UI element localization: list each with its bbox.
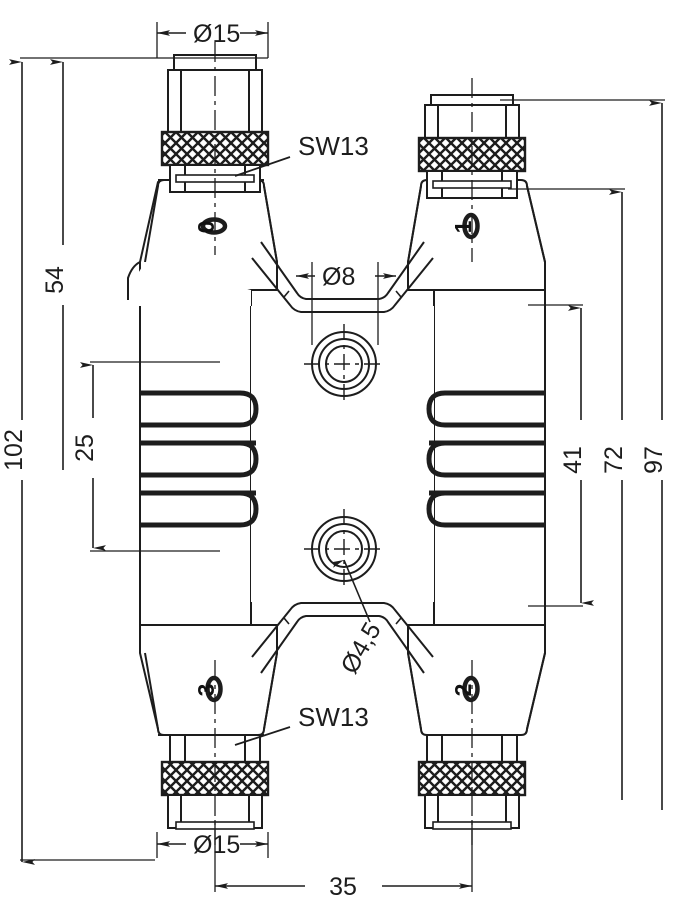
dim-label-35: 35 xyxy=(329,873,357,901)
mounting-hole-upper xyxy=(304,324,384,404)
dim-label-41: 41 xyxy=(559,446,587,474)
dim-diameter-15-bottom xyxy=(156,832,269,858)
dim-diameter-4-5-leader xyxy=(330,559,371,623)
dim-height-102 xyxy=(9,59,155,865)
port-numbers: 0 1 2 3 xyxy=(193,220,476,696)
dim-height-54 xyxy=(20,57,268,470)
label-sw13-top: SW13 xyxy=(298,131,369,161)
leader-sw13-top xyxy=(234,156,291,177)
top-connecting-arms xyxy=(251,241,434,313)
leader-sw13-bottom xyxy=(234,726,291,746)
dim-diameter-15-top xyxy=(156,22,269,58)
dim-label-25: 25 xyxy=(71,434,99,462)
dimension-text: Ø15 54 102 25 Ø8 Ø4,5 41 72 97 Ø15 35 SW… xyxy=(0,20,668,901)
head-port-1 xyxy=(407,179,546,291)
connector-centerlines xyxy=(214,42,473,845)
head-port-3 xyxy=(139,624,278,736)
head-port-0 xyxy=(127,179,278,306)
dim-label-diameter-8: Ø8 xyxy=(322,263,355,291)
part-geometry xyxy=(127,42,546,845)
dim-label-diameter-15-top: Ø15 xyxy=(193,20,240,48)
dimension-lines xyxy=(9,22,665,892)
label-sw13-bottom: SW13 xyxy=(298,702,369,732)
dim-label-diameter-15-bottom: Ø15 xyxy=(193,831,240,859)
right-grip-ribs xyxy=(426,390,545,528)
dim-label-97: 97 xyxy=(640,446,668,474)
dim-height-72 xyxy=(508,188,625,800)
port-label-1: 1 xyxy=(450,220,476,233)
dim-label-54: 54 xyxy=(41,266,69,294)
port-label-0: 0 xyxy=(193,221,219,234)
dim-height-97 xyxy=(500,99,665,810)
port-label-3: 3 xyxy=(193,684,219,697)
right-body-column xyxy=(433,290,546,625)
dim-label-diameter-4-5: Ø4,5 xyxy=(335,618,386,679)
dim-diameter-8 xyxy=(296,262,396,345)
dim-width-35 xyxy=(214,820,473,892)
left-body-column xyxy=(139,290,252,625)
left-grip-ribs xyxy=(140,390,259,528)
dim-label-102: 102 xyxy=(0,429,28,471)
head-port-2 xyxy=(407,624,546,736)
dim-label-72: 72 xyxy=(600,446,628,474)
port-label-2: 2 xyxy=(450,684,476,697)
bottom-connecting-arms xyxy=(251,602,434,674)
dim-height-41 xyxy=(528,304,594,607)
dim-height-25 xyxy=(80,361,220,552)
